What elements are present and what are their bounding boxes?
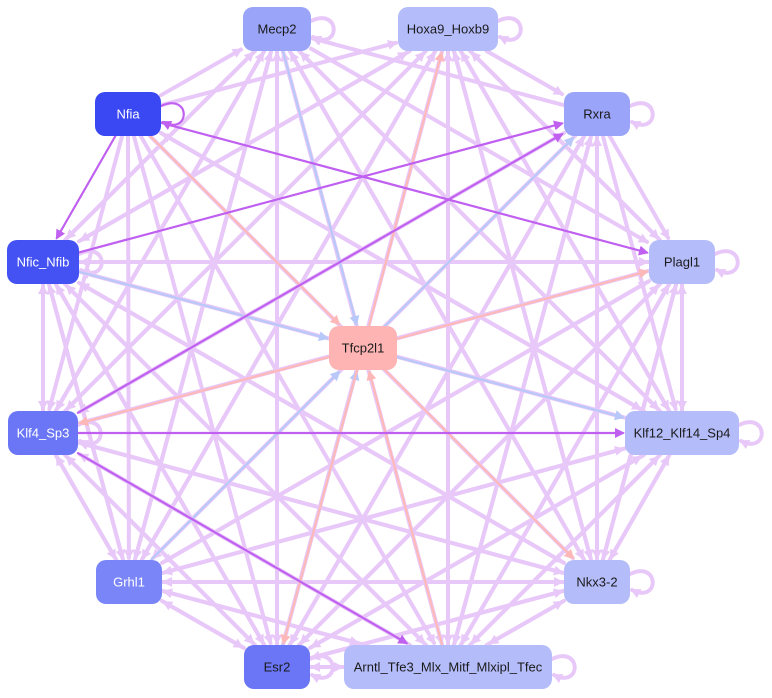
edge-plagl1-to-plagl1 [713, 249, 740, 279]
edge-esr2-to-nfic [54, 284, 267, 647]
node-box-klf12 [625, 411, 739, 455]
edge-nfia-to-tfcp2l1 [149, 134, 341, 326]
node-box-hoxa9 [398, 7, 498, 51]
node-nkx32[interactable]: Nkx3-2 [564, 560, 630, 604]
edge-nkx32-to-nfic [79, 281, 566, 565]
edge-arntl-to-plagl1 [458, 284, 671, 647]
edge-tfcp2l1-to-esr2 [280, 368, 359, 645]
edge-hoxa9-to-hoxa9 [496, 16, 523, 46]
edge-nfia-to-nfia [159, 102, 185, 131]
node-klf12[interactable]: Klf12_Klf14_Sp4 [625, 411, 739, 455]
node-box-plagl1 [649, 240, 715, 284]
edge-rxra-to-plagl1 [607, 134, 671, 240]
node-label-plagl1: Plagl1 [664, 255, 700, 270]
node-grhl1[interactable]: Grhl1 [96, 560, 162, 604]
node-label-grhl1: Grhl1 [113, 575, 145, 590]
node-label-mecp2: Mecp2 [257, 22, 296, 37]
node-box-nkx32 [564, 560, 630, 604]
node-klf4[interactable]: Klf4_Sp3 [8, 411, 78, 455]
edge-grhl1-to-plagl1 [160, 280, 649, 565]
edge-tfcp2l1-to-plagl1 [395, 268, 649, 340]
edge-grhl1-to-klf12 [160, 446, 625, 576]
edge-klf4-to-rxra [76, 133, 564, 414]
edge-rxra-to-rxra [628, 101, 655, 131]
node-label-nfic: Nfic_Nfib [17, 255, 70, 270]
edge-esr2-to-klf12 [308, 455, 643, 650]
edges-layer [38, 16, 764, 684]
node-label-klf12: Klf12_Klf14_Sp4 [634, 426, 731, 441]
edge-grhl1-to-klf4 [54, 455, 119, 562]
node-box-nfia [95, 92, 161, 136]
node-label-nkx32: Nkx3-2 [576, 575, 617, 590]
node-label-hoxa9: Hoxa9_Hoxb9 [407, 22, 489, 37]
node-esr2[interactable]: Esr2 [244, 645, 310, 689]
edge-tfcp2l1-to-hoxa9 [367, 51, 445, 328]
edge-hoxa9-to-rxra [484, 49, 564, 96]
edge-arntl-to-grhl1 [162, 588, 368, 647]
edge-nfia-to-plagl1 [159, 121, 649, 256]
edge-nfic-to-rxra [77, 120, 564, 254]
node-box-nfic [7, 240, 79, 284]
edge-nkx32-to-nkx32 [628, 569, 655, 599]
node-label-rxra: Rxra [583, 107, 611, 122]
edge-arntl-to-tfcp2l1 [366, 370, 444, 647]
edge-arntl-to-arntl [550, 654, 577, 684]
node-box-tfcp2l1 [329, 326, 397, 370]
node-box-rxra [564, 92, 630, 136]
edge-nfia-to-nfic [55, 134, 117, 240]
node-label-arntl: Arntl_Tfe3_Mlx_Mitf_Mlxipl_Tfec [354, 660, 543, 675]
edge-arntl-to-nkx32 [484, 600, 564, 647]
edge-nkx32-to-hoxa9 [451, 51, 594, 562]
node-nfia[interactable]: Nfia [95, 92, 161, 136]
node-plagl1[interactable]: Plagl1 [649, 240, 715, 284]
edge-klf4-to-hoxa9 [63, 51, 426, 413]
edge-nfic-to-mecp2 [63, 51, 255, 242]
node-box-mecp2 [243, 7, 311, 51]
edge-tfcp2l1-to-nkx32 [383, 368, 575, 560]
edge-nfia-to-mecp2 [159, 47, 243, 98]
node-label-esr2: Esr2 [264, 660, 291, 675]
edge-tfcp2l1-to-klf12 [395, 356, 625, 421]
edge-esr2-to-grhl1 [162, 600, 246, 650]
edge-tfcp2l1-to-rxra [383, 136, 575, 328]
node-rxra[interactable]: Rxra [564, 92, 630, 136]
node-box-esr2 [244, 645, 310, 689]
node-label-nfia: Nfia [116, 107, 140, 122]
edge-mecp2-to-mecp2 [309, 16, 336, 46]
node-label-klf4: Klf4_Sp3 [17, 426, 70, 441]
edge-klf12-to-nfia [161, 132, 646, 413]
node-mecp2[interactable]: Mecp2 [243, 7, 311, 51]
node-arntl[interactable]: Arntl_Tfe3_Mlx_Mitf_Mlxipl_Tfec [344, 645, 552, 689]
edge-grhl1-to-tfcp2l1 [149, 370, 341, 562]
node-hoxa9[interactable]: Hoxa9_Hoxb9 [398, 7, 498, 51]
edge-nfic-to-tfcp2l1 [77, 270, 329, 342]
node-nfic[interactable]: Nfic_Nfib [7, 240, 79, 284]
edge-esr2-to-rxra [287, 136, 586, 647]
node-box-klf4 [8, 411, 78, 455]
node-box-arntl [344, 645, 552, 689]
edge-nkx32-to-mecp2 [288, 51, 587, 562]
edge-tfcp2l1-to-klf4 [78, 355, 331, 426]
edge-nkx32-to-klf12 [607, 455, 671, 562]
edge-nfic-to-hoxa9 [77, 51, 409, 244]
edge-grhl1-to-mecp2 [132, 51, 274, 562]
node-box-grhl1 [96, 560, 162, 604]
edge-klf12-to-klf12 [737, 420, 764, 450]
edge-grhl1-to-hoxa9 [139, 51, 437, 562]
node-tfcp2l1[interactable]: Tfcp2l1 [329, 326, 397, 370]
node-label-tfcp2l1: Tfcp2l1 [342, 341, 385, 356]
edge-esr2-to-plagl1 [297, 284, 660, 647]
edge-klf4-to-arntl [76, 452, 409, 645]
